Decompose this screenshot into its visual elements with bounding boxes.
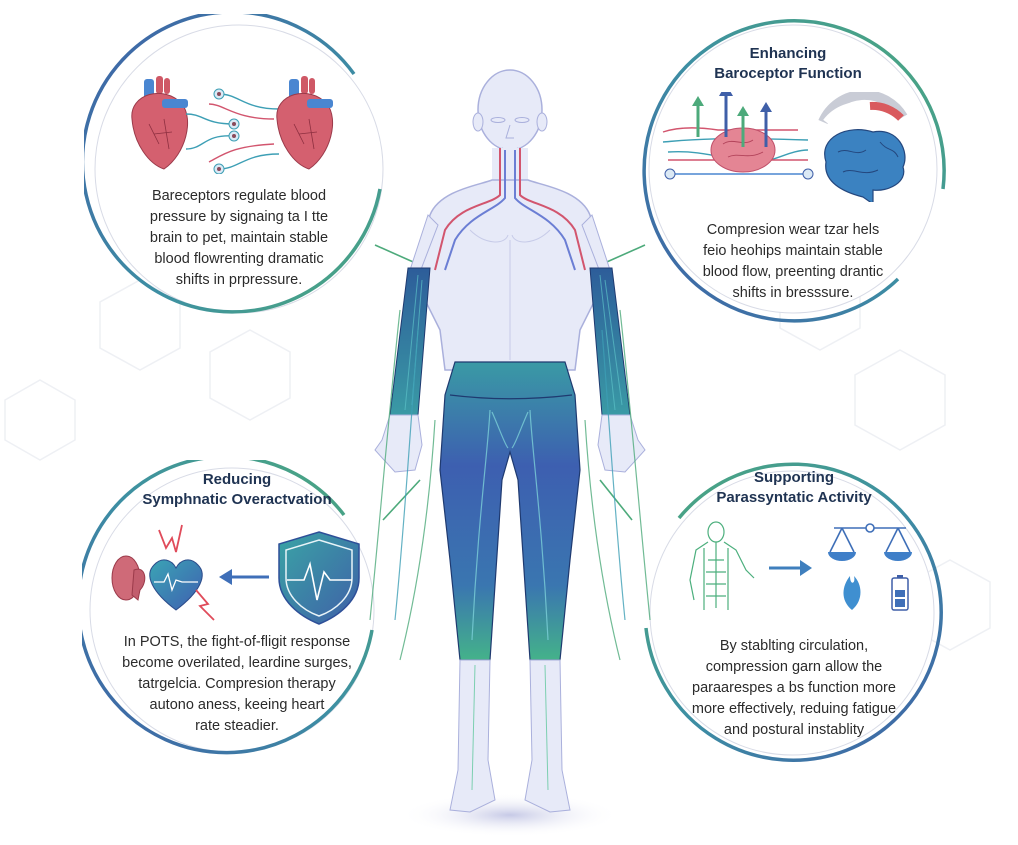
nervous-system-balance-icon bbox=[689, 521, 912, 611]
text-line: In POTS, the fight-of-fligit response bbox=[123, 634, 351, 650]
brain-signal-gauge-icon bbox=[662, 92, 908, 202]
panel-baroreceptor-regulation: Bareceptors regulate blood pressure by s… bbox=[84, 14, 394, 324]
panel-body-text: By stablting circulation, compression ga… bbox=[644, 636, 944, 741]
text-line: autono aness, keeing heart bbox=[149, 697, 325, 713]
text-line: Bareceptors regulate blood bbox=[151, 188, 327, 204]
text-line: tatrgelcia. Compresion therapy bbox=[138, 676, 336, 692]
panel-title: Enhancing Baroceptor Function bbox=[628, 44, 948, 84]
text-line: Compresion wear tzar hels bbox=[706, 222, 880, 238]
title-line: Parassyntatic Activity bbox=[716, 489, 872, 506]
panel-title: Supporting Parassyntatic Activity bbox=[644, 468, 944, 508]
title-line: Enhancing bbox=[749, 45, 827, 62]
text-line: and postural instablity bbox=[723, 722, 865, 738]
title-line: Supporting bbox=[754, 469, 834, 486]
text-line: blood flow, preenting drantic bbox=[702, 264, 884, 280]
text-line: By stablting circulation, bbox=[719, 638, 869, 654]
panel-ring bbox=[644, 462, 943, 762]
text-line: pressure by signaing ta I tte bbox=[149, 209, 329, 225]
two-hearts-baroreceptor-signal-icon bbox=[131, 76, 334, 174]
panel-body-text: Compresion wear tzar hels feio heohips m… bbox=[663, 220, 923, 304]
human-figure-compression-garments bbox=[369, 69, 651, 837]
text-line: compression garn allow the bbox=[705, 659, 883, 675]
text-line: blood flowrenting dramatic bbox=[154, 251, 324, 267]
panel-supporting-parasympathetic-activity: Supporting Parassyntatic Activity bbox=[634, 458, 944, 773]
text-line: more effectively, reduing fatigue bbox=[691, 701, 897, 717]
panel-reducing-sympathetic-overactivation: Reducing Symphnatic Overactvation bbox=[82, 460, 392, 770]
text-line: feio heohips maintain stable bbox=[703, 243, 883, 259]
panel-body-text: Bareceptors regulate blood pressure by s… bbox=[114, 186, 364, 291]
title-line: Symphnatic Overactvation bbox=[142, 491, 332, 508]
text-line: paraarespes a bs function more bbox=[692, 680, 896, 696]
text-line: rate steadier. bbox=[195, 718, 279, 734]
text-line: become overilated, leardine surges, bbox=[122, 655, 352, 671]
panel-enhancing-baroceptor-function: Enhancing Baroceptor Function bbox=[628, 14, 948, 324]
title-line: Reducing bbox=[202, 471, 272, 488]
panel-title: Reducing Symphnatic Overactvation bbox=[82, 470, 392, 510]
panel-body-text: In POTS, the fight-of-fligit response be… bbox=[82, 632, 392, 737]
text-line: shifts in prpressure. bbox=[175, 272, 303, 288]
text-line: shifts in bresssure. bbox=[732, 285, 854, 301]
title-line: Baroceptor Function bbox=[714, 65, 862, 82]
text-line: brain to pet, maintain stable bbox=[149, 230, 329, 246]
heart-shield-icon bbox=[111, 524, 360, 625]
